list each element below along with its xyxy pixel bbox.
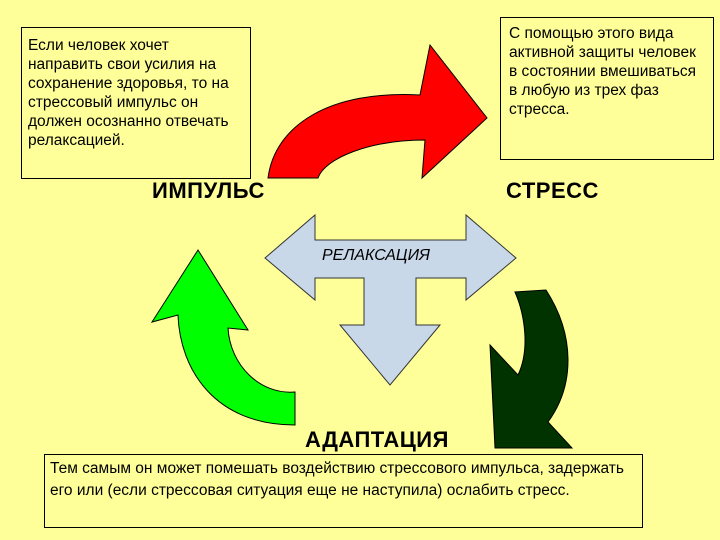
green-arrow-adaptation-to-impulse [150,249,296,426]
red-arrow-impulse-to-stress [267,43,488,180]
label-impulse: ИМПУЛЬС [152,178,265,203]
dark-green-arrow-stress-to-adaptation [489,289,574,449]
note-left: Если человек хочет направить свои усилия… [21,27,251,179]
label-stress: СТРЕСС [506,178,599,203]
note-bottom: Тем самым он может помешать воздействию … [44,454,643,528]
relaxation-three-way-arrow [264,213,517,386]
label-adaptation: АДАПТАЦИЯ [305,427,449,452]
label-relaxation: РЕЛАКСАЦИЯ [322,247,430,264]
note-right: С помощью этого вида активной защиты чел… [500,17,714,160]
